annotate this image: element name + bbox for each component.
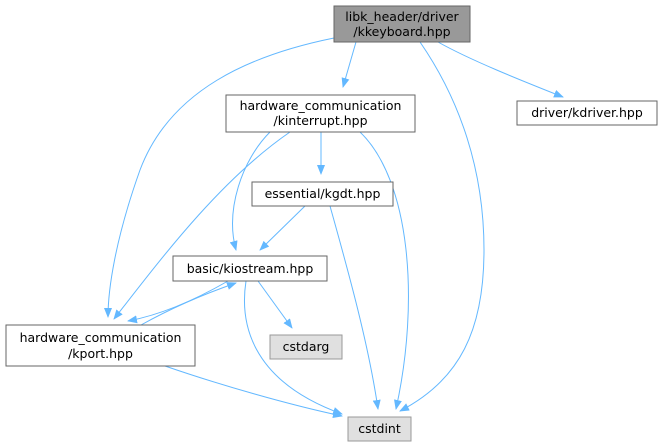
node-kinterrupt[interactable]: hardware_communication /kinterrupt.hpp (225, 94, 416, 133)
edge-kiostream-to-cstdint (244, 280, 343, 415)
node-kinterrupt-box (225, 94, 416, 133)
edge-kgdt-to-cstdint (329, 205, 381, 410)
edge-kgdt-to-kiostream (259, 205, 306, 251)
node-kiostream-line-1: basic/kiostream.hpp (187, 261, 314, 276)
edge-kinterrupt-to-cstdint (359, 131, 409, 410)
edges-layer (104, 37, 564, 419)
node-kinterrupt-line-1: hardware_communication (240, 98, 402, 113)
node-kkeyboard-line-2: /kkeyboard.hpp (353, 24, 450, 39)
node-cstdint-box (347, 416, 412, 442)
edge-kkeyboard-to-kport (104, 37, 335, 318)
node-kport-line-1: hardware_communication (20, 330, 182, 345)
node-kport[interactable]: hardware_communication /kport.hpp (5, 324, 196, 367)
node-kgdt-line-1: essential/kgdt.hpp (265, 186, 381, 201)
node-kkeyboard-box (333, 5, 471, 43)
node-cstdarg-box (269, 334, 343, 360)
edge-kinterrupt-to-kport (113, 131, 291, 320)
node-kdriver-line-1: driver/kdriver.hpp (531, 105, 643, 120)
edge-kiostream-to-kport (127, 280, 229, 324)
node-kiostream[interactable]: basic/kiostream.hpp (172, 255, 328, 282)
node-cstdint-line-1: cstdint (358, 421, 401, 436)
node-cstdarg[interactable]: cstdarg (269, 334, 343, 360)
edge-kkeyboard-to-cstdint (399, 41, 485, 412)
node-kdriver-box (516, 100, 658, 126)
edge-kport-to-kiostream (140, 282, 237, 326)
node-cstdarg-line-1: cstdarg (283, 339, 330, 354)
node-kgdt[interactable]: essential/kgdt.hpp (251, 181, 394, 207)
node-kinterrupt-line-2: /kinterrupt.hpp (273, 113, 367, 128)
node-kport-box (5, 324, 196, 367)
edge-kkeyboard-to-kinterrupt (341, 41, 357, 88)
node-cstdint[interactable]: cstdint (347, 416, 412, 442)
node-kgdt-box (251, 181, 394, 207)
edge-kiostream-to-cstdarg (257, 280, 293, 329)
node-kiostream-box (172, 255, 328, 282)
node-kdriver[interactable]: driver/kdriver.hpp (516, 100, 658, 126)
edge-kkeyboard-to-kdriver (437, 41, 564, 98)
node-kkeyboard[interactable]: libk_header/driver /kkeyboard.hpp (333, 5, 471, 43)
node-kkeyboard-line-1: libk_header/driver (345, 9, 459, 24)
edge-kport-to-cstdint (164, 365, 343, 419)
edge-kinterrupt-to-kiostream (229, 131, 271, 251)
nodes-layer: libk_header/driver /kkeyboard.hpp hardwa… (5, 5, 658, 442)
node-kport-line-2: /kport.hpp (68, 346, 133, 361)
